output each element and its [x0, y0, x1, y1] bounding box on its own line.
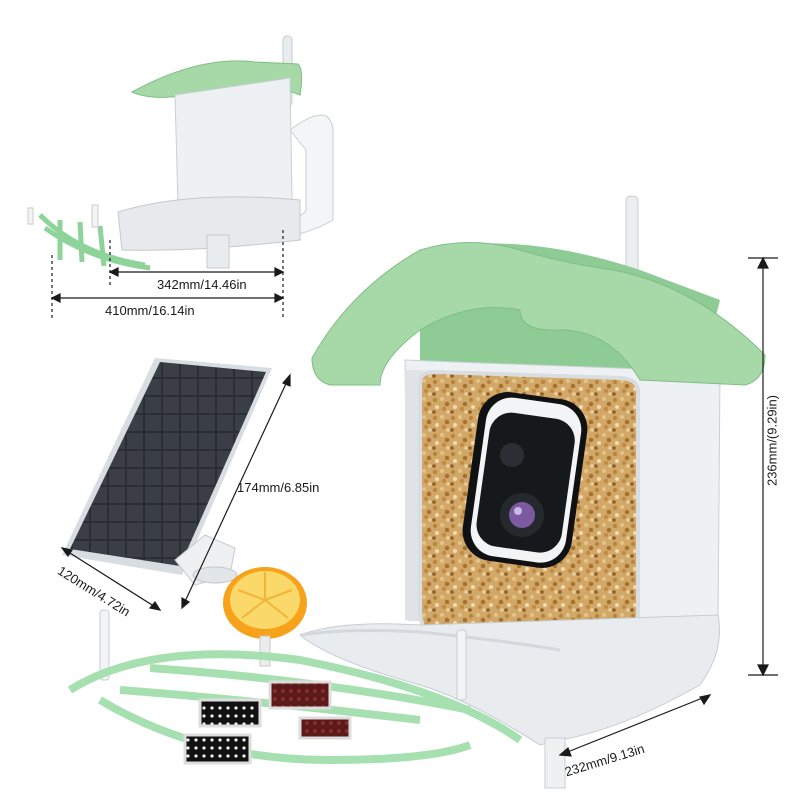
dimension-label-panel-height: 174mm/6.85in [237, 480, 320, 495]
top-dimension-lines [50, 230, 285, 318]
main-bird-feeder [67, 195, 766, 789]
dimension-label-feeder-height: 236mm/(9.29in) [764, 394, 780, 487]
side-view-feeder [27, 35, 334, 271]
dimension-label-top-inner: 342mm/14.46in [157, 277, 247, 292]
solar-panel [62, 358, 272, 586]
camera-icon [462, 392, 588, 568]
dimension-label-top-outer: 410mm/16.14in [105, 303, 195, 318]
orange-slice-icon [223, 567, 307, 667]
panel-dimension-lines [60, 373, 291, 611]
feeder-dimension-lines [558, 256, 778, 757]
